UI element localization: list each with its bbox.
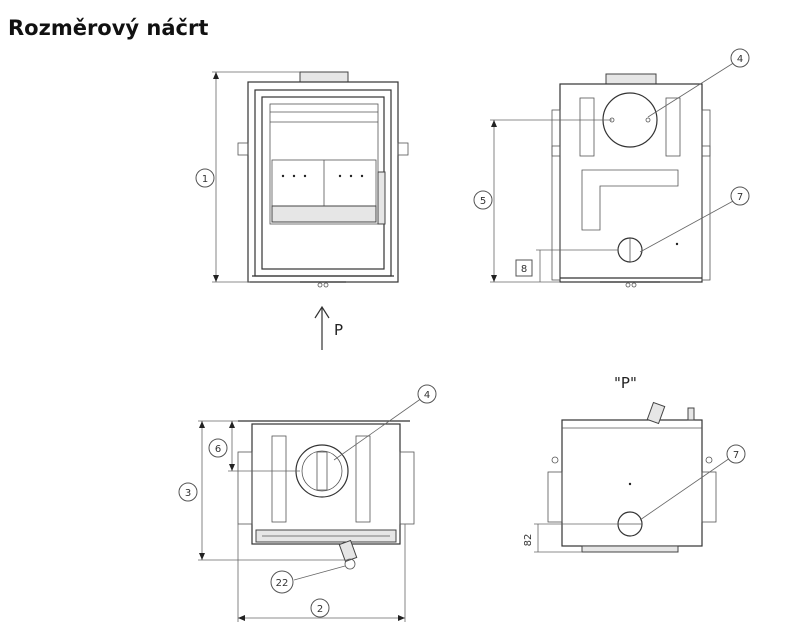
callout-3: 3 xyxy=(178,482,198,502)
svg-text:6: 6 xyxy=(215,444,221,455)
view-p-label: "P" xyxy=(614,374,637,392)
svg-text:2: 2 xyxy=(317,604,323,615)
svg-text:7: 7 xyxy=(737,192,743,203)
svg-text:5: 5 xyxy=(480,196,486,207)
callout-22: 22 xyxy=(270,570,294,594)
callout-6: 6 xyxy=(208,438,228,458)
top-view xyxy=(198,397,423,622)
view-direction-arrow xyxy=(314,305,330,350)
callout-2: 2 xyxy=(310,598,330,618)
front-view xyxy=(212,71,409,288)
callout-5: 5 xyxy=(473,190,493,210)
callout-4-rear: 4 xyxy=(730,48,750,68)
callout-1: 1 xyxy=(195,168,215,188)
svg-text:1: 1 xyxy=(202,174,208,185)
svg-text:8: 8 xyxy=(521,264,527,275)
svg-text:7: 7 xyxy=(733,450,739,461)
callout-8: 8 xyxy=(515,259,533,277)
svg-text:4: 4 xyxy=(737,54,743,65)
callout-7-rear: 7 xyxy=(730,186,750,206)
rear-view xyxy=(490,61,736,288)
dim-82-label: 82 xyxy=(523,534,534,547)
callout-7-side: 7 xyxy=(726,444,746,464)
svg-text:3: 3 xyxy=(185,488,191,499)
page-title: Rozměrový náčrt xyxy=(8,16,209,40)
arrow-label: P xyxy=(334,321,343,339)
side-view-p xyxy=(534,401,731,553)
svg-text:22: 22 xyxy=(276,578,289,589)
callout-4-top: 4 xyxy=(417,384,437,404)
svg-text:4: 4 xyxy=(424,390,430,401)
